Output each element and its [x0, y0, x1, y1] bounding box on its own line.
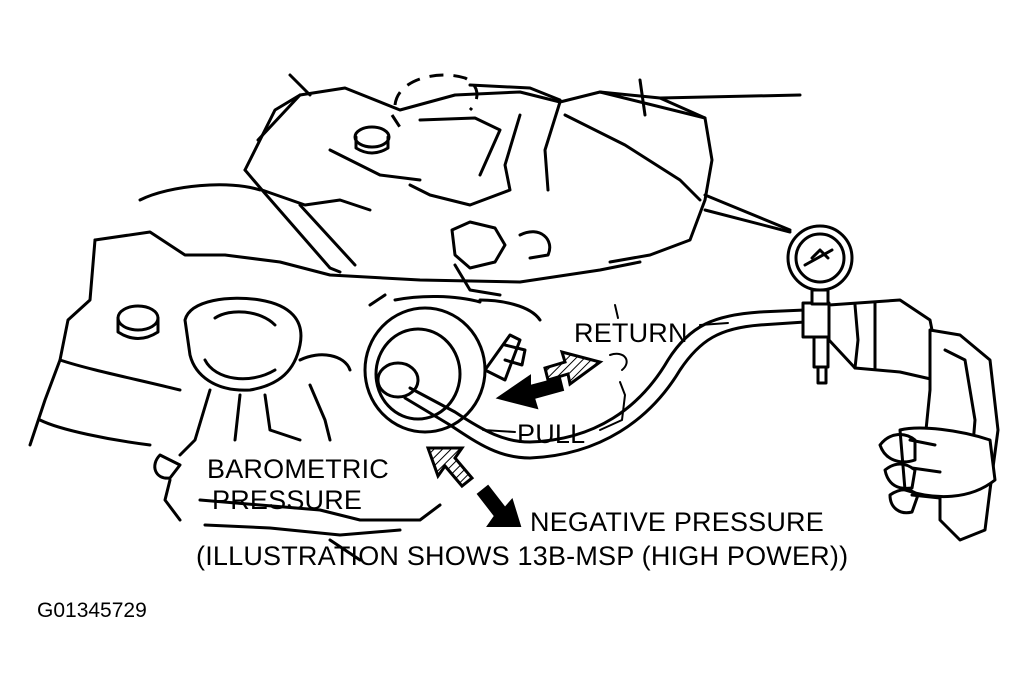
barometric-label-line1: BAROMETRIC: [207, 454, 390, 484]
leader-lines: [482, 304, 729, 433]
hand-vacuum-pump-drawing: [786, 224, 1000, 542]
figure-code: G01345729: [37, 599, 147, 622]
engine-block-left-drawing: [28, 183, 642, 562]
arrow-pull: [495, 374, 565, 410]
barometric-label-line2: PRESSURE: [212, 485, 363, 515]
vacuum-diaphragm-drawing: [363, 220, 552, 434]
engine-housing-drawing: [243, 73, 802, 274]
return-label: RETURN: [574, 318, 688, 348]
arrow-negative-pressure: [476, 484, 522, 527]
vacuum-hose-drawing: [403, 308, 807, 460]
arrow-return: [543, 349, 604, 387]
pull-label: PULL: [517, 419, 586, 449]
negative-pressure-label: NEGATIVE PRESSURE: [530, 507, 824, 537]
illustration-note: (ILLUSTRATION SHOWS 13B-MSP (HIGH POWER)…: [196, 541, 849, 571]
arrow-barometric-pressure: [425, 446, 475, 489]
